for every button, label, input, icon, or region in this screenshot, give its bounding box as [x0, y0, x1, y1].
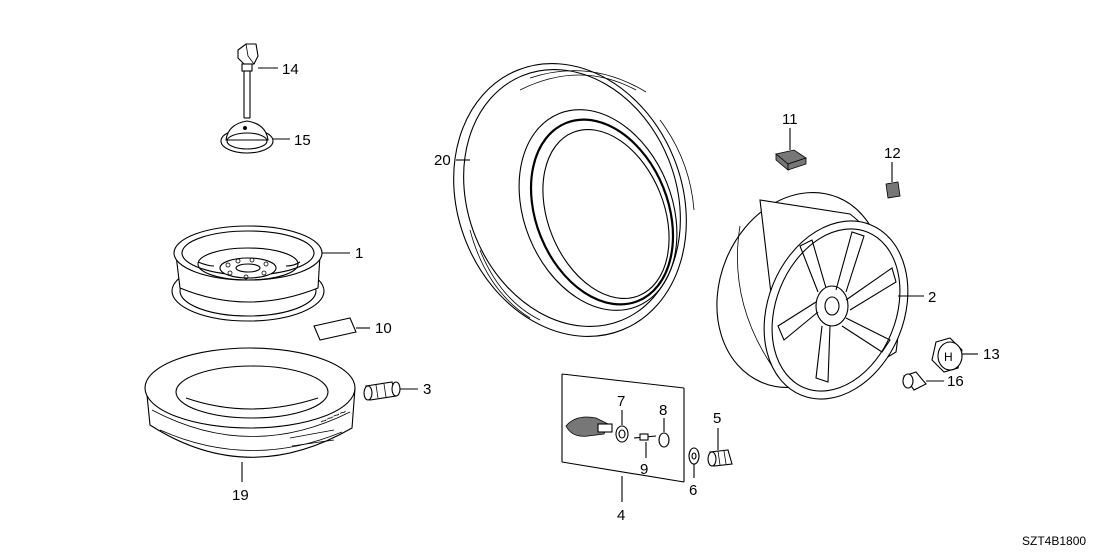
callout-8-number: 8	[659, 402, 667, 419]
callout-7: 7	[617, 393, 625, 410]
part-5-valve-nut	[707, 428, 733, 467]
part-6-washer	[688, 447, 700, 478]
callout-3-number: 3	[423, 381, 431, 398]
part-12-balance-weight	[885, 162, 901, 199]
callout-13: 13	[983, 346, 1000, 363]
brand-emblem: H	[944, 350, 953, 364]
callout-16-number: 16	[947, 373, 964, 390]
callout-19: 19	[232, 487, 249, 504]
callout-1: 1	[355, 245, 363, 262]
callout-2: 2	[928, 289, 936, 306]
callout-4-number: 4	[617, 507, 625, 524]
callout-3: 3	[423, 381, 431, 398]
callout-6: 6	[689, 482, 697, 499]
part-9-valve-core	[633, 433, 657, 458]
callout-12: 12	[884, 145, 901, 162]
part-19-spare-tire: ~~~~	[144, 347, 356, 482]
callout-13-number: 13	[983, 346, 1000, 363]
callout-19-number: 19	[232, 487, 249, 504]
part-20-tire	[453, 63, 695, 337]
callout-11: 11	[782, 111, 798, 128]
diagram-code: SZT4B1800	[1022, 534, 1086, 548]
part-10-label	[313, 317, 370, 341]
callout-15: 15	[294, 132, 311, 149]
callout-7-number: 7	[617, 393, 625, 410]
tpms-group-bracket	[561, 373, 685, 502]
tpms-sensor	[565, 416, 613, 437]
part-13-center-cap: H	[931, 337, 978, 373]
callout-6-number: 6	[689, 482, 697, 499]
callout-12-number: 12	[884, 145, 901, 162]
callout-5: 5	[713, 410, 721, 427]
part-1-spare-wheel	[171, 225, 350, 322]
callout-8: 8	[659, 402, 667, 419]
callout-4: 4	[617, 507, 625, 524]
callout-20-number: 20	[434, 152, 451, 169]
callout-2-number: 2	[928, 289, 936, 306]
callout-9-number: 9	[640, 461, 648, 478]
callout-10: 10	[375, 320, 392, 337]
callout-14-number: 14	[282, 61, 299, 78]
diagram-code-text: SZT4B1800	[1022, 534, 1086, 548]
callout-9: 9	[640, 461, 648, 478]
callout-15-number: 15	[294, 132, 311, 149]
part-14-jack-bolt	[237, 43, 278, 119]
callout-16: 16	[947, 373, 964, 390]
callout-1-number: 1	[355, 245, 363, 262]
part-16-wheel-nut	[902, 371, 944, 391]
callout-11-number: 11	[782, 111, 798, 128]
part-8-valve-cap	[658, 418, 670, 448]
part-15-spare-wheel-nut	[220, 120, 290, 154]
part-3-valve	[363, 381, 418, 401]
part-11-balance-weight	[775, 128, 807, 171]
callout-10-number: 10	[375, 320, 392, 337]
part-2-alloy-wheel	[716, 192, 924, 400]
callout-20: 20	[434, 152, 451, 169]
part-7-grommet	[615, 410, 629, 443]
callout-5-number: 5	[713, 410, 721, 427]
callout-14: 14	[282, 61, 299, 78]
